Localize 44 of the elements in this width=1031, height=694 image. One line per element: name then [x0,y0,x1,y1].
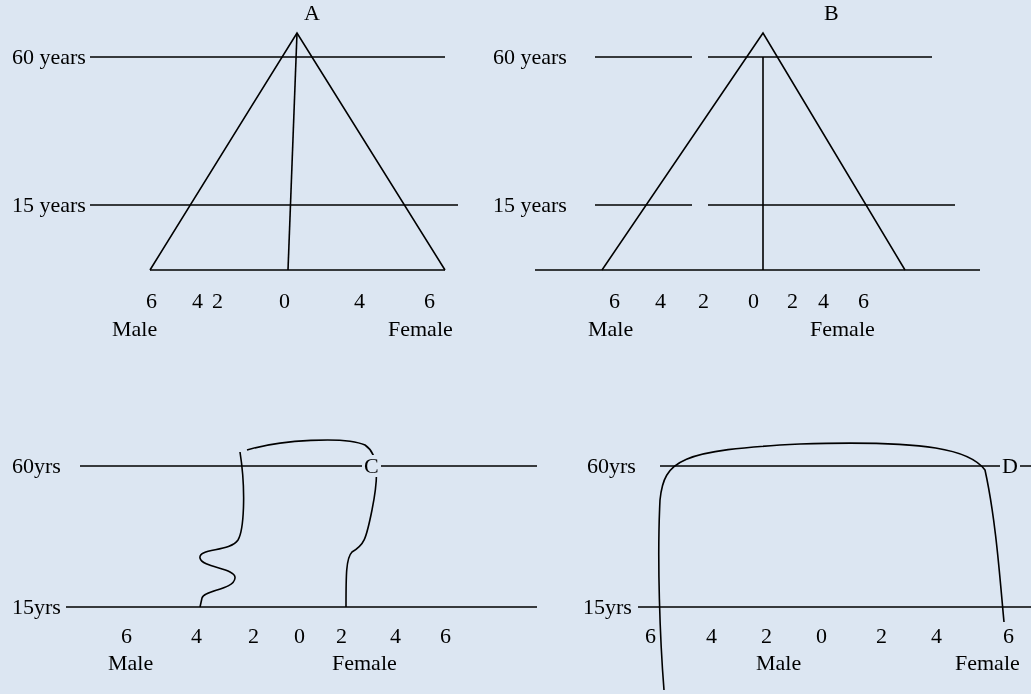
age-label: 60yrs [587,455,636,477]
age-label: 60 years [12,46,86,68]
age-label: 15 years [12,194,86,216]
axis-number: 6 [1003,625,1014,647]
age-label: 15 years [493,194,567,216]
axis-number: 2 [787,290,798,312]
axis-number: 2 [876,625,887,647]
axis-number: 0 [294,625,305,647]
axis-number: 4 [818,290,829,312]
axis-number: 6 [424,290,435,312]
age-label: 15yrs [12,596,61,618]
axis-number: 6 [440,625,451,647]
sex-label: Female [955,652,1020,674]
axis-number: 6 [645,625,656,647]
axis-number: 2 [248,625,259,647]
axis-number: 2 [336,625,347,647]
axis-number: 4 [390,625,401,647]
axis-number: 4 [191,625,202,647]
axis-number: 4 [706,625,717,647]
axis-number: 6 [146,290,157,312]
axis-number: 6 [858,290,869,312]
age-label: 15yrs [583,596,632,618]
axis-number: 2 [761,625,772,647]
sex-label: Male [112,318,158,340]
sex-label: Female [388,318,453,340]
axis-number: 4 [655,290,666,312]
axis-number: 0 [748,290,759,312]
sex-label: Female [810,318,875,340]
sex-label: Male [108,652,154,674]
sex-label: Male [588,318,634,340]
axis-number: 6 [609,290,620,312]
axis-number: 4 [931,625,942,647]
age-label: 60yrs [12,455,61,477]
axis-number: 2 [698,290,709,312]
axis-number: 0 [279,290,290,312]
age-label: 60 years [493,46,567,68]
axis-number: 6 [121,625,132,647]
axis-number: 4 [192,290,203,312]
axis-number: 2 [212,290,223,312]
axis-number: 0 [816,625,827,647]
panel-letter: C [362,455,381,477]
sex-label: Female [332,652,397,674]
sex-label: Male [756,652,802,674]
axis-number: 4 [354,290,365,312]
